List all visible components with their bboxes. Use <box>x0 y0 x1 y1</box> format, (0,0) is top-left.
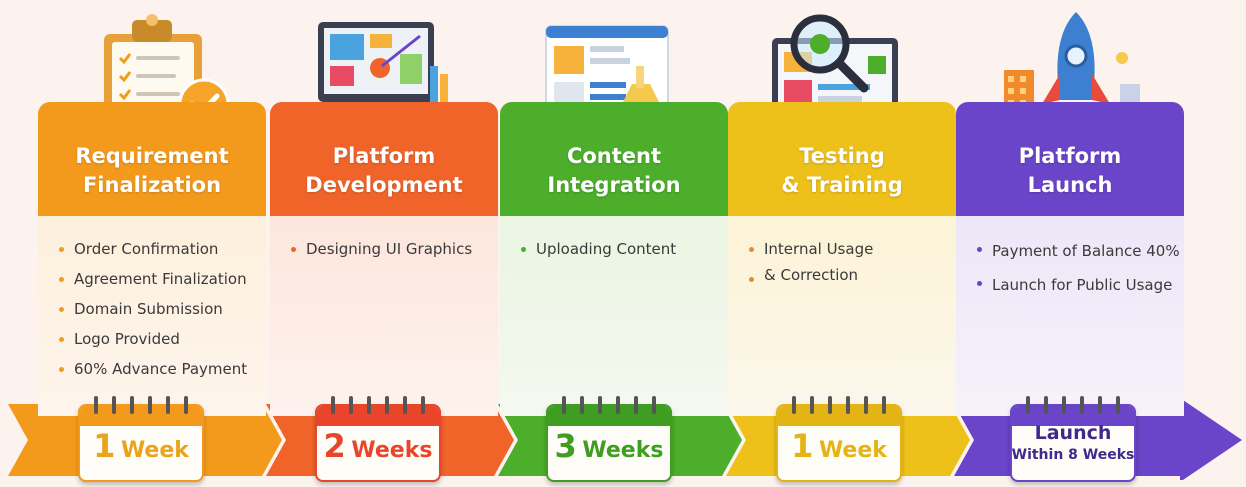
stage-title-line2: Development <box>305 173 463 197</box>
stage-body: Designing UI Graphics <box>270 216 498 416</box>
stage-header: Content Integration <box>500 102 728 216</box>
duration-number: 1 <box>93 427 116 465</box>
duration-unit: Week <box>120 438 189 463</box>
duration-unit: Weeks <box>582 438 664 463</box>
laptop-magnifier-icon <box>758 14 912 126</box>
duration-label: Launch Within 8 Weeks <box>1010 422 1136 466</box>
calendar-page <box>1010 404 1136 482</box>
duration-unit: Week <box>818 438 887 463</box>
stage-title-line1: Requirement <box>75 144 229 168</box>
calendar-rings-icon <box>331 396 425 416</box>
stage-body: Order Confirmation Agreement Finalizatio… <box>38 216 266 416</box>
list-item: Internal Usage <box>748 234 940 264</box>
calendar-rings-icon <box>792 396 886 416</box>
stage-title-line1: Platform <box>332 144 436 168</box>
duration-number: 1 <box>791 427 814 465</box>
duration-number: 2 <box>323 427 346 465</box>
stage-platform-development: Platform Development Designing UI Graphi… <box>270 0 498 487</box>
list-item: Uploading Content <box>520 234 712 264</box>
duration-unit: Weeks <box>351 438 433 463</box>
stage-title-line1: Content <box>566 144 662 168</box>
calendar-rings-icon <box>562 396 656 416</box>
launch-line1: Launch <box>1034 422 1112 444</box>
stage-body: Uploading Content <box>500 216 728 416</box>
stage-title-line2: Launch <box>1027 173 1113 197</box>
calendar-page <box>776 404 902 482</box>
duration-label: 3 Weeks <box>546 424 672 474</box>
list-item: Agreement Finalization <box>58 264 250 294</box>
stage-task-list: Designing UI Graphics <box>290 234 482 264</box>
calendar-rings-icon <box>1026 396 1120 416</box>
calendar-page <box>78 404 204 482</box>
launch-line2: Within 8 Weeks <box>1011 447 1135 463</box>
stage-task-list: Internal Usage & Correction <box>748 234 940 286</box>
stage-body: Internal Usage & Correction <box>728 216 956 416</box>
calendar-page <box>546 404 672 482</box>
list-item-continuation: & Correction <box>748 264 940 286</box>
stage-title-line2: Integration <box>547 173 681 197</box>
stage-platform-launch: Platform Launch Payment of Balance 40% L… <box>956 0 1184 487</box>
stage-header: Requirement Finalization <box>38 102 266 216</box>
stage-header: Platform Development <box>270 102 498 216</box>
stage-header: Testing & Training <box>728 102 956 216</box>
stage-title-line2: Finalization <box>82 173 222 197</box>
list-item: Payment of Balance 40% <box>976 234 1180 268</box>
duration-label: 1 Week <box>776 424 902 474</box>
calendar-rings-icon <box>94 396 188 416</box>
list-item: Designing UI Graphics <box>290 234 482 264</box>
duration-number: 3 <box>554 427 577 465</box>
stage-task-list: Payment of Balance 40% Launch for Public… <box>976 234 1180 302</box>
stage-testing-training: Testing & Training Internal Usage & Corr… <box>728 0 956 487</box>
stage-body: Payment of Balance 40% Launch for Public… <box>956 216 1184 416</box>
stage-requirement-finalization: Requirement Finalization Order Confirmat… <box>38 0 266 487</box>
list-item: Logo Provided <box>58 324 250 354</box>
stage-task-list: Order Confirmation Agreement Finalizatio… <box>58 234 250 384</box>
list-item: Launch for Public Usage <box>976 268 1172 302</box>
duration-calendar-3: 3 Weeks <box>546 396 672 482</box>
calendar-page <box>315 404 441 482</box>
duration-label: 2 Weeks <box>315 424 441 474</box>
duration-calendar-4: 1 Week <box>776 396 902 482</box>
duration-label: 1 Week <box>78 424 204 474</box>
duration-calendar-5: Launch Within 8 Weeks <box>1010 396 1136 482</box>
stage-title-line2: & Training <box>781 173 903 197</box>
list-item: Order Confirmation <box>58 234 250 264</box>
stage-title-line1: Testing <box>799 144 885 168</box>
stage-content-integration: Content Integration Uploading Content <box>500 0 728 487</box>
stage-task-list: Uploading Content <box>520 234 712 264</box>
stage-header: Platform Launch <box>956 102 1184 216</box>
duration-calendar-1: 1 Week <box>78 396 204 482</box>
stage-title-line1: Platform <box>1018 144 1122 168</box>
monitor-design-icon <box>318 22 448 122</box>
list-item: 60% Advance Payment <box>58 354 250 384</box>
list-item: Domain Submission <box>58 294 250 324</box>
duration-calendar-2: 2 Weeks <box>315 396 441 482</box>
